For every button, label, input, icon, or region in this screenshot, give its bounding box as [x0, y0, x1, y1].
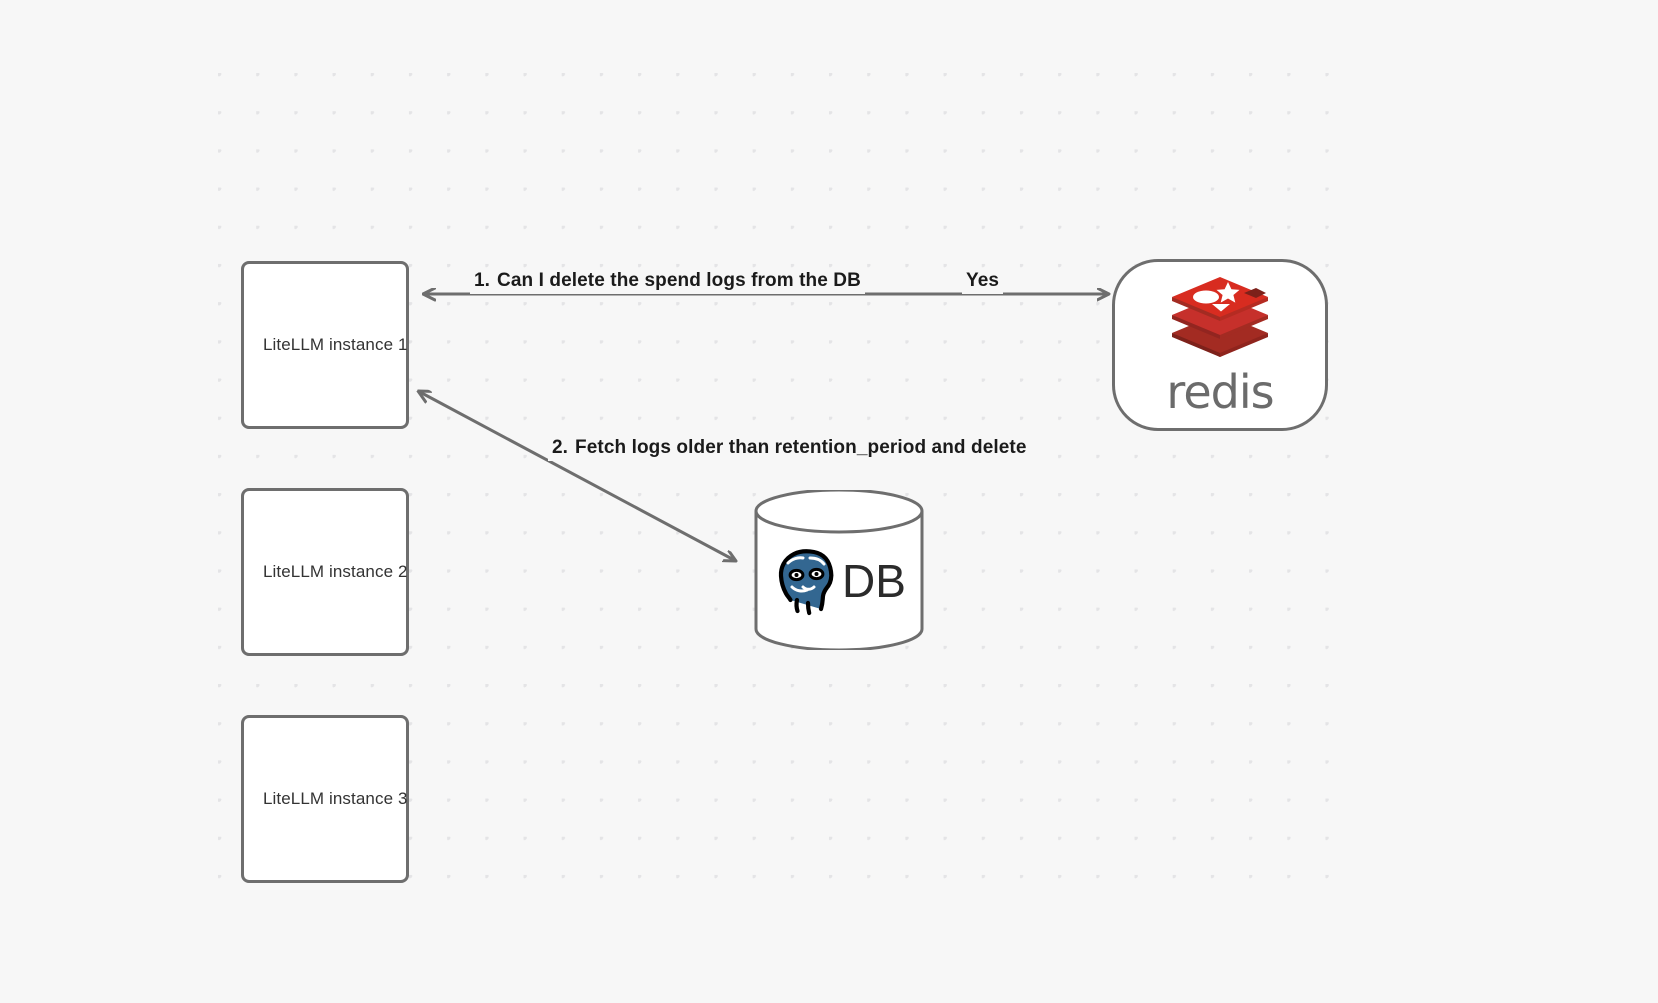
edge-label-2: 2. Fetch logs older than retention_period… [548, 435, 1031, 461]
edge-label-1: 1. Can I delete the spend logs from the D… [470, 268, 865, 294]
edge-response-label-1: Yes [962, 268, 1004, 294]
postgresql-elephant-icon [772, 545, 842, 617]
node-redis[interactable]: redis [1112, 259, 1328, 431]
cylinder-shape [754, 488, 924, 652]
node-label: LiteLLM instance 1 [263, 335, 408, 354]
node-database[interactable]: DB [753, 488, 925, 652]
redis-logo-icon [1166, 271, 1274, 363]
edge-number-2: 2. [552, 437, 569, 458]
edge-number-1: 1. [474, 270, 491, 291]
node-label: LiteLLM instance 2 [263, 562, 408, 581]
db-label: DB [842, 555, 906, 607]
node-litellm-instance-2[interactable]: LiteLLM instance 2 [241, 488, 409, 656]
node-litellm-instance-1[interactable]: LiteLLM instance 1 [241, 261, 409, 429]
edge-text-1: Can I delete the spend logs from the DB [497, 270, 861, 291]
canvas-margin-right [1340, 0, 1658, 1003]
edge-litellm1-to-database [418, 391, 736, 561]
edge-response-text-1: Yes [966, 270, 1000, 291]
edge-text-2: Fetch logs older than retention_period a… [575, 437, 1027, 458]
node-litellm-instance-3[interactable]: LiteLLM instance 3 [241, 715, 409, 883]
redis-wordmark: redis [1166, 365, 1274, 419]
node-label: LiteLLM instance 3 [263, 789, 408, 808]
canvas-margin-left [0, 0, 210, 1003]
